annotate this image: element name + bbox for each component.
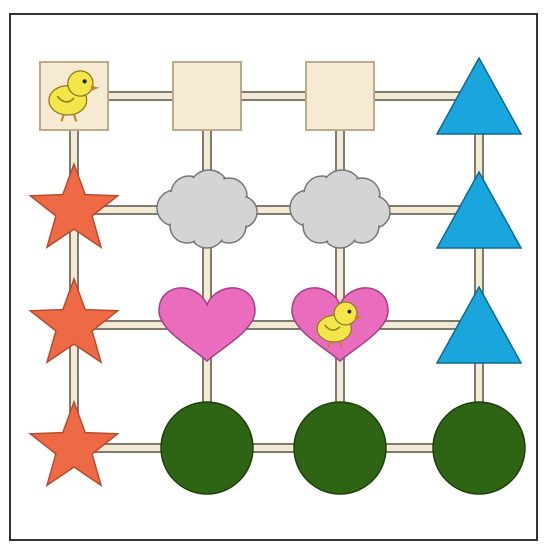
star-piece xyxy=(28,276,120,364)
board-cell-r4-c1-star[interactable] xyxy=(28,399,120,487)
board-cell-r3-c1-star[interactable] xyxy=(28,276,120,364)
triangle-piece xyxy=(435,285,523,364)
board-cell-r3-c3-heart[interactable] xyxy=(291,287,389,363)
board-cell-r4-c3-circle[interactable] xyxy=(293,401,387,495)
chick-icon xyxy=(48,70,100,122)
board-cell-r3-c4-triangle[interactable] xyxy=(435,285,523,364)
triangle-piece xyxy=(435,170,523,249)
cloud-piece xyxy=(289,169,391,249)
star-piece xyxy=(28,161,120,249)
board-cell-r2-c3-cloud[interactable] xyxy=(289,169,391,249)
board-cell-r4-c2-circle[interactable] xyxy=(160,401,254,495)
square-piece xyxy=(305,61,375,131)
board-cell-r4-c4-circle[interactable] xyxy=(432,401,526,495)
board-cell-r2-c2-cloud[interactable] xyxy=(156,169,258,249)
board-cell-r1-c2-square[interactable] xyxy=(172,61,242,131)
board-frame xyxy=(9,13,538,541)
circle-piece xyxy=(432,401,526,495)
chick-icon xyxy=(316,301,363,349)
board-cell-r2-c4-triangle[interactable] xyxy=(435,170,523,249)
cloud-piece xyxy=(156,169,258,249)
heart-piece xyxy=(158,287,256,363)
board-cell-r1-c1-square[interactable] xyxy=(39,61,109,131)
board-cell-r1-c4-triangle[interactable] xyxy=(435,56,523,135)
star-piece xyxy=(28,399,120,487)
board-cell-r2-c1-star[interactable] xyxy=(28,161,120,249)
square-piece xyxy=(172,61,242,131)
circle-piece xyxy=(160,401,254,495)
piece-layer xyxy=(28,56,526,495)
board-cell-r1-c3-square[interactable] xyxy=(305,61,375,131)
board-cell-r3-c2-heart[interactable] xyxy=(158,287,256,363)
track-grid xyxy=(69,91,484,453)
triangle-piece xyxy=(435,56,523,135)
circle-piece xyxy=(293,401,387,495)
